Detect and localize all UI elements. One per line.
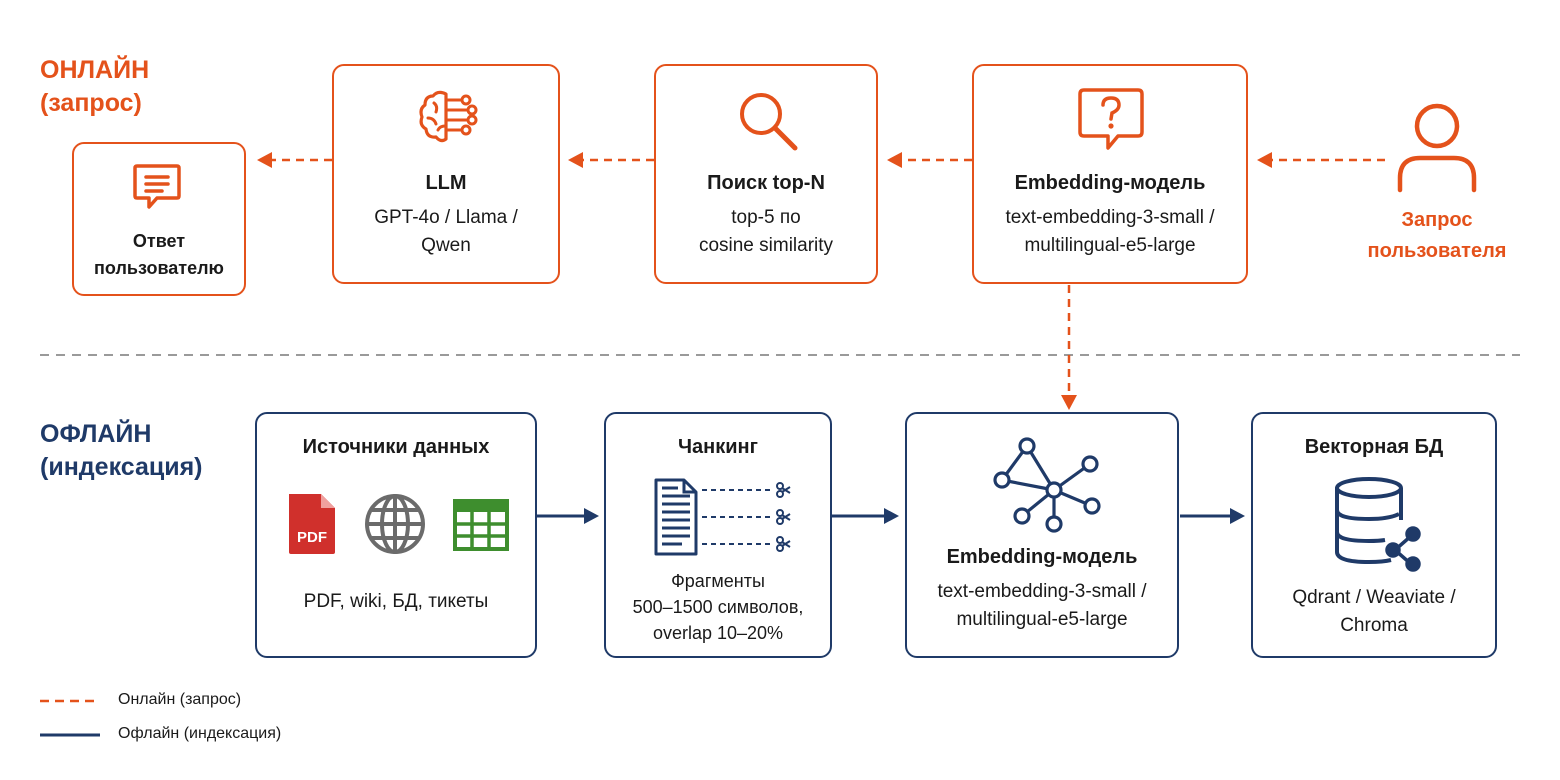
offline-title-line1: ОФЛАЙН (40, 420, 152, 448)
online-title-line1: ОНЛАЙН (40, 56, 150, 84)
scissors-icon (776, 482, 791, 552)
llm-line1: GPT-4o / Llama / (374, 207, 518, 228)
online-arrow-user-to-embedding (1257, 152, 1385, 168)
pdf-file-icon: PDF (289, 494, 335, 554)
sources-title: Источники данных (302, 436, 490, 458)
search-title: Поиск top-N (707, 172, 825, 194)
offline-embedding-line2: multilingual-e5-large (956, 609, 1128, 630)
online-embedding-box: Embedding-модель text-embedding-3-small … (972, 64, 1248, 284)
answer-line1: Ответ (132, 231, 186, 251)
user-label-line2: пользователя (1367, 240, 1507, 262)
globe-icon (365, 494, 425, 554)
online-title-line2: (запрос) (40, 89, 142, 117)
online-embedding-line1: text-embedding-3-small / (1005, 207, 1215, 228)
online-embedding-title: Embedding-модель (1014, 172, 1206, 194)
legend-online-label: Онлайн (запрос) (118, 691, 242, 708)
offline-arrow-sources-to-chunking (537, 508, 599, 524)
vectordb-box: Векторная БД Qdrant / Weaviate / Chroma (1251, 412, 1497, 658)
offline-embedding-line1: text-embedding-3-small / (937, 581, 1147, 602)
search-box: Поиск top-N top-5 по cosine similarity (654, 64, 878, 284)
llm-line2: Qwen (421, 235, 471, 256)
question-bubble-icon (1078, 88, 1144, 150)
offline-section-title: ОФЛАЙН (индексация) (40, 418, 203, 484)
chat-icon (133, 164, 181, 209)
search-icon (740, 93, 798, 151)
chunking-line1: Фрагменты (671, 571, 765, 591)
offline-embedding-box: Embedding-модель text-embedding-3-small … (905, 412, 1179, 658)
online-arrow-embedding-to-offline-embedding (1061, 285, 1077, 410)
online-section-title: ОНЛАЙН (запрос) (40, 54, 149, 120)
offline-embedding-title: Embedding-модель (946, 546, 1138, 568)
sources-box: Источники данных PDF PDF, wiki, БД, тике… (255, 412, 537, 658)
spreadsheet-icon (453, 499, 509, 551)
user-icon (1397, 103, 1477, 193)
chunking-line2: 500–1500 символов, (632, 597, 804, 617)
llm-box: LLM GPT-4o / Llama / Qwen (332, 64, 560, 284)
vectordb-title: Векторная БД (1304, 436, 1444, 458)
search-line1: top-5 по (731, 207, 801, 228)
vectordb-line1: Qdrant / Weaviate / (1292, 587, 1456, 608)
database-share-icon (1335, 477, 1421, 572)
user-label: Запрос пользователя (1350, 205, 1524, 267)
search-line2: cosine similarity (698, 235, 834, 256)
online-arrow-llm-to-answer (257, 152, 332, 168)
llm-title: LLM (425, 172, 467, 194)
chunking-line3: overlap 10–20% (652, 623, 784, 643)
brain-network-icon (419, 90, 478, 143)
answer-box: Ответ пользователю (72, 142, 246, 296)
offline-arrow-embedding-to-vectordb (1180, 508, 1245, 524)
legend-offline-label: Офлайн (индексация) (118, 725, 282, 742)
online-arrow-embedding-to-search (887, 152, 972, 168)
offline-arrow-chunking-to-embedding (832, 508, 899, 524)
sources-line1: PDF, wiki, БД, тикеты (303, 591, 489, 612)
answer-line2: пользователю (94, 258, 224, 278)
document-chunks-icon (654, 478, 791, 556)
pdf-label: PDF (297, 529, 327, 546)
user-label-line1: Запрос (1401, 209, 1473, 231)
online-arrow-search-to-llm (568, 152, 654, 168)
offline-title-line2: (индексация) (40, 453, 203, 481)
chunking-title: Чанкинг (678, 436, 758, 458)
network-graph-icon (993, 437, 1101, 533)
vectordb-line2: Chroma (1340, 615, 1408, 636)
online-embedding-line2: multilingual-e5-large (1024, 235, 1196, 256)
chunking-box: Чанкинг Фрагменты 500–1500 символов, ove… (604, 412, 832, 658)
